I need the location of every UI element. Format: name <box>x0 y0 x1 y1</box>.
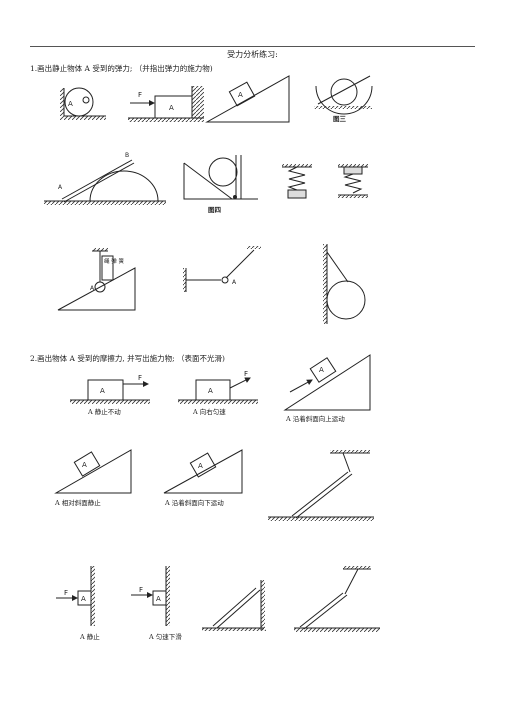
label-f: F <box>139 586 143 594</box>
q1-fig9-hanging-ball-incline: 绳 弹 簧 A <box>57 248 136 311</box>
caption-wall-slide: A 匀速下滑 <box>149 633 182 641</box>
page-title: 受力分析练习: <box>227 50 278 59</box>
q1-fig1-ball-in-corner: A <box>60 87 106 120</box>
label-a: A <box>198 462 203 470</box>
q2-fig8-block-on-wall-slide: A F <box>131 566 170 626</box>
question-1-prompt: 1.画出静止物体 A 受到的弹力; （并指出弹力的施力物) <box>30 64 213 73</box>
label-b: B <box>125 152 129 159</box>
q1-fig5-rod-on-semicircle: A B <box>44 152 166 205</box>
label-a: A <box>232 279 237 286</box>
q2-fig2-block-uniform-right: A F <box>178 370 258 404</box>
q2-fig4-block-rel-static: A <box>54 449 132 494</box>
q2-fig9-rod-in-corner <box>202 580 266 631</box>
label-a: A <box>208 387 213 395</box>
label-a: A <box>58 184 63 191</box>
q1-fig7-spring-down <box>282 164 312 199</box>
fig4-label: 图四 <box>208 205 222 214</box>
caption-static: A 静止不动 <box>88 408 121 416</box>
caption-right-uniform: A 向右匀速 <box>193 408 226 416</box>
label-f: F <box>244 370 248 378</box>
header-rule <box>30 46 475 47</box>
label-a: A <box>68 100 73 108</box>
question-2-prompt: 2.画出物体 A 受到的摩擦力, 并写出施力物; （表面不光滑) <box>30 354 225 363</box>
q2-fig1-block-static: A F <box>70 374 150 404</box>
caption-up-slope: A 沿着斜面向上运动 <box>286 415 345 423</box>
label-a: A <box>81 595 86 603</box>
caption-rel-static: A 相对斜面静止 <box>55 499 101 507</box>
label-f: F <box>64 589 68 597</box>
label-a: A <box>82 461 87 469</box>
caption-down-slope: A 沿着斜面向下运动 <box>165 499 224 507</box>
label-a: A <box>90 285 95 292</box>
q1-fig4-ball-in-bowl: 图三 <box>314 75 373 123</box>
q1-fig10-ball-on-strings: A <box>183 246 261 292</box>
spring-box-label: 绳 弹 簧 <box>104 257 124 265</box>
label-a: A <box>156 595 161 603</box>
q1-fig8-spring-up <box>338 164 368 198</box>
q2-fig7-block-on-wall-static: A F <box>56 566 95 626</box>
label-f: F <box>138 91 142 99</box>
q2-fig10-rod-with-string <box>294 566 380 632</box>
caption-wall-static: A 静止 <box>80 633 100 641</box>
q2-fig6-rod-with-string <box>268 450 374 521</box>
label-a: A <box>100 387 105 395</box>
label-a: A <box>169 104 174 112</box>
fig3-label: 图三 <box>333 114 347 123</box>
q1-fig11-ball-hanging-on-wall <box>323 244 366 324</box>
label-f: F <box>138 374 142 382</box>
label-a: A <box>319 366 324 374</box>
q1-fig6-ball-wedge-wall: 图四 <box>183 155 258 214</box>
q2-fig3-block-up-slope: A <box>283 354 371 411</box>
q2-fig5-block-down-slope: A <box>163 449 243 494</box>
q1-fig3-block-on-incline: A <box>205 75 290 123</box>
q1-fig2-block-pushed: A F <box>128 86 204 122</box>
label-a: A <box>238 91 243 99</box>
